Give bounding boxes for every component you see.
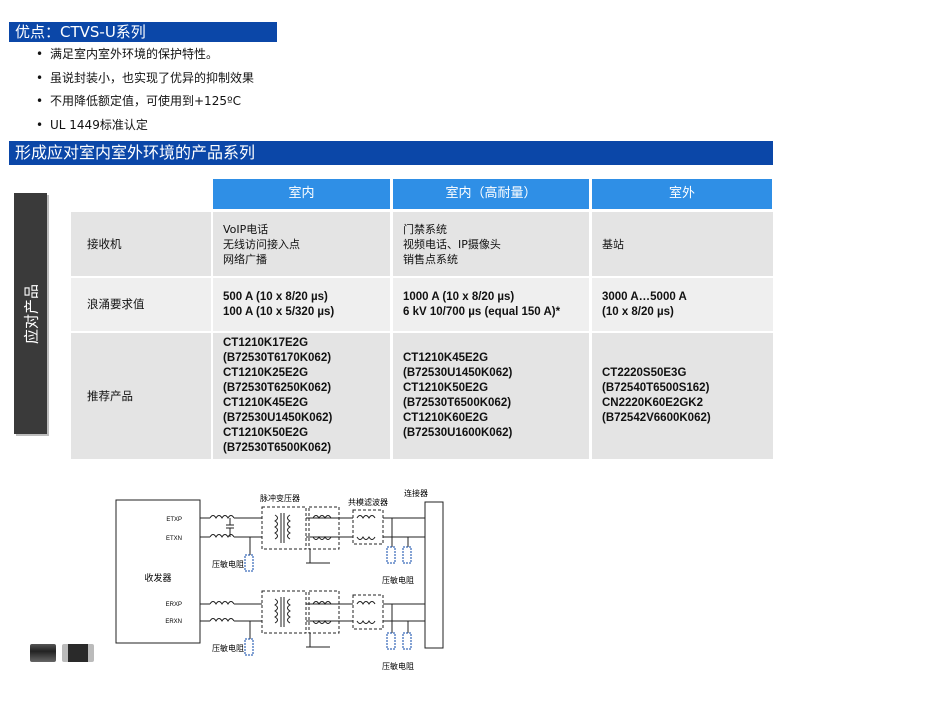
section-title-product-range: 形成应对室内室外环境的产品系列 (9, 141, 773, 165)
cell-line: CT1210K50E2G (403, 382, 489, 394)
circuit-diagram: 收发器 ETXP ETXN ERXP ERXN 连接器 (115, 488, 444, 671)
cell-line: 100 A (10 x 5/320 µs) (223, 305, 335, 318)
cell-line: CT1210K17E2G (223, 337, 309, 349)
table-cell: 门禁系统 视频电话、IP摄像头 销售点系统 (393, 212, 589, 276)
chip-image (30, 644, 56, 662)
cell-line: CT2220S50E3G (602, 367, 687, 379)
transceiver-label: 收发器 (144, 572, 171, 583)
cell-line: (B72542V6600K062) (602, 412, 711, 424)
varistor-label: 压敏电阻 (382, 575, 414, 585)
cell-line: (10 x 8/20 µs) (602, 305, 674, 318)
pin-label: ERXN (165, 619, 182, 625)
cell-line: 6 kV 10/700 µs (equal 150 A)* (403, 305, 561, 318)
pulse-transformer-label: 脉冲变压器 (260, 493, 300, 503)
column-header-outdoor: 室外 (592, 179, 772, 209)
transceiver-box (115, 499, 201, 644)
cell-line: 3000 A…5000 A (602, 290, 687, 303)
row-label: 浪涌要求值 (71, 278, 211, 331)
cell-line: (B72530T6500K062) (403, 397, 512, 409)
cell-line: 网络广播 (223, 252, 267, 266)
advantage-item: 虽说封装小，也实现了优异的抑制效果 (36, 68, 254, 92)
table-row: 接收机 VoIP电话 无线访问接入点 网络广播 门禁系统 视频电话、IP摄像头 … (71, 212, 773, 276)
cell-line: (B72540T6500S162) (602, 382, 710, 394)
table-row: 推荐产品 CT1210K17E2G (B72530T6170K062) CT12… (71, 333, 773, 459)
cell-line: CN2220K60E2GK2 (602, 397, 704, 409)
cell-line: 销售点系统 (403, 252, 458, 266)
column-header-indoor: 室内 (213, 179, 390, 209)
table-row: 浪涌要求值 500 A (10 x 8/20 µs) 100 A (10 x 5… (71, 278, 773, 331)
pin-label: ERXP (166, 602, 182, 608)
pin-label: ETXP (166, 517, 182, 523)
cell-line: 无线访问接入点 (223, 237, 300, 251)
row-label: 接收机 (71, 212, 211, 276)
connector-box (424, 501, 444, 649)
connector-label: 连接器 (404, 488, 428, 498)
cell-line: 基站 (602, 237, 624, 251)
table-cell: VoIP电话 无线访问接入点 网络广播 (213, 212, 390, 276)
side-tab-label: 应对产品 (22, 283, 40, 344)
advantage-item: 不用降低额定值，可使用到+125ºC (36, 91, 254, 115)
cell-line: (B72530T6500K062) (223, 442, 332, 454)
table-cell: 基站 (592, 212, 773, 276)
cell-line: CT1210K45E2G (223, 397, 309, 409)
table-cell: 1000 A (10 x 8/20 µs) 6 kV 10/700 µs (eq… (393, 278, 589, 331)
cell-line: 门禁系统 (403, 222, 447, 236)
varistor-label: 压敏电阻 (382, 661, 414, 671)
side-tab: 应对产品 (14, 193, 47, 434)
section-title-advantages: 优点：CTVS-U系列 (9, 22, 277, 42)
cell-line: VoIP电话 (223, 222, 269, 236)
cell-line: CT1210K25E2G (223, 367, 309, 379)
common-mode-filter-label: 共模滤波器 (348, 497, 388, 507)
cell-line: 视频电话、IP摄像头 (403, 237, 501, 251)
chip-image (62, 644, 94, 662)
advantage-item: 满足室内室外环境的保护特性。 (36, 44, 254, 68)
table-cell: CT1210K45E2G (B72530U1450K062) CT1210K50… (393, 333, 589, 459)
cell-line: (B72530T6250K062) (223, 382, 332, 394)
cell-line: CT1210K60E2G (403, 412, 489, 424)
varistor-label: 压敏电阻 (212, 643, 244, 653)
cell-line: CT1210K45E2G (403, 352, 489, 364)
cell-line: 1000 A (10 x 8/20 µs) (403, 290, 515, 303)
row-label: 推荐产品 (71, 333, 211, 459)
column-header-indoor-high: 室内（高耐量） (393, 179, 589, 209)
tx-channel (200, 506, 425, 572)
advantages-list: 满足室内室外环境的保护特性。 虽说封装小，也实现了优异的抑制效果 不用降低额定值… (36, 44, 254, 138)
table-cell: 3000 A…5000 A (10 x 8/20 µs) (592, 278, 773, 331)
cell-line: CT1210K50E2G (223, 427, 309, 439)
advantage-item: UL 1449标准认定 (36, 115, 254, 139)
rx-channel (200, 590, 425, 656)
cell-line: 500 A (10 x 8/20 µs) (223, 290, 328, 303)
table-cell: CT2220S50E3G (B72540T6500S162) CN2220K60… (592, 333, 773, 459)
table-cell: 500 A (10 x 8/20 µs) 100 A (10 x 5/320 µ… (213, 278, 390, 331)
cell-line: (B72530U1450K062) (403, 367, 513, 379)
cell-line: (B72530U1600K062) (403, 427, 513, 439)
cell-line: (B72530U1450K062) (223, 412, 333, 424)
cell-line: (B72530T6170K062) (223, 352, 332, 364)
varistor-label: 压敏电阻 (212, 559, 244, 569)
table-cell: CT1210K17E2G (B72530T6170K062) CT1210K25… (213, 333, 390, 459)
pin-label: ETXN (166, 536, 182, 542)
